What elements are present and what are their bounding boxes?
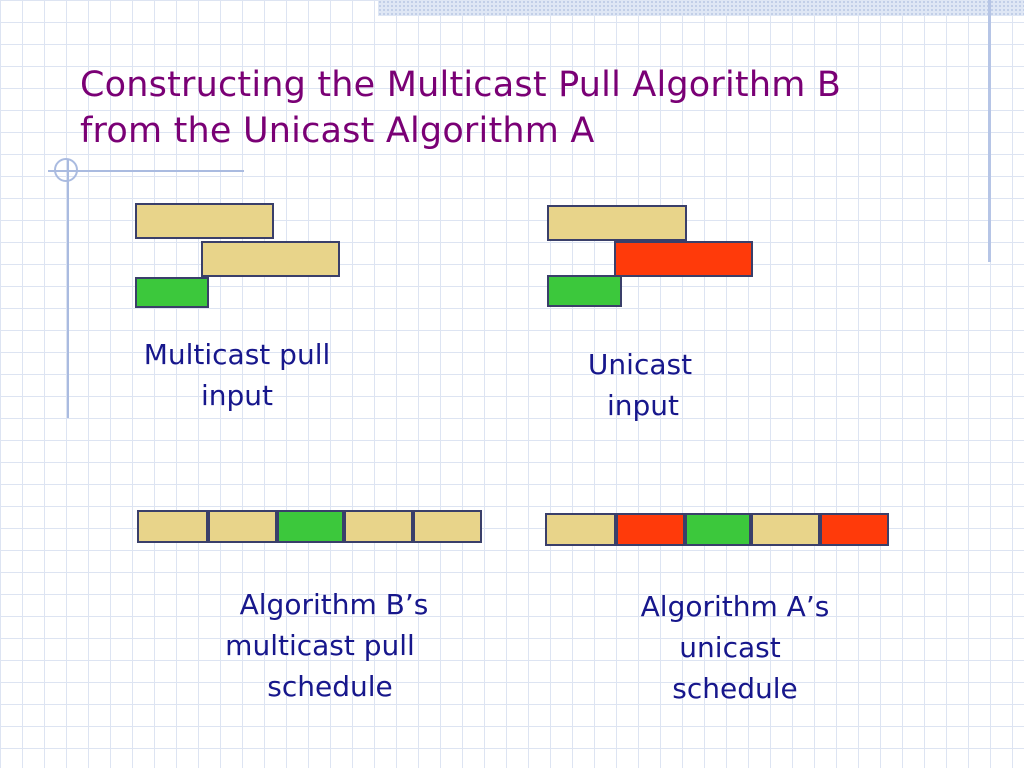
multicast-input-bar-2 [201,241,340,277]
unicast-schedule-caption-line-1: Algorithm A’s [640,590,830,623]
multicast-schedule-caption: Algorithm B’s multicast pull schedule [200,584,460,707]
multicast-input-caption-line-1: Multicast pull [143,338,331,371]
right-decorative-rule [988,0,991,262]
title-circle-ornament [54,158,78,182]
unicast-schedule-block-1 [545,513,616,546]
multicast-input-caption: Multicast pull input [112,334,362,416]
multicast-schedule-block-2 [208,510,277,543]
left-decorative-rule [67,160,69,418]
unicast-schedule-caption-line-2: unicast [679,631,781,664]
slide-title-line-2: from the Unicast Algorithm A [80,111,595,151]
slide-title: Constructing the Multicast Pull Algorith… [80,62,960,154]
unicast-input-caption: Unicast input [550,344,730,426]
multicast-schedule-caption-line-1: Algorithm B’s [239,588,429,621]
multicast-schedule-block-1 [137,510,208,543]
unicast-schedule-caption-line-3: schedule [672,672,798,705]
multicast-schedule-block-4 [344,510,413,543]
unicast-input-bar-1 [547,205,687,241]
unicast-schedule-block-5 [820,513,889,546]
multicast-input-bar-1 [135,203,274,239]
slide-title-line-1: Constructing the Multicast Pull Algorith… [80,65,842,105]
multicast-schedule-block-3 [277,510,344,543]
title-underline-rule [48,170,244,172]
unicast-schedule-block-2 [616,513,685,546]
multicast-input-caption-line-2: input [200,379,274,412]
multicast-schedule-caption-line-2: multicast pull [225,629,415,662]
top-decorative-band [378,0,1024,16]
unicast-input-bar-2 [614,241,753,277]
multicast-schedule-block-5 [413,510,482,543]
unicast-input-caption-line-1: Unicast [587,348,693,381]
unicast-input-bar-3 [547,275,622,307]
unicast-schedule-block-4 [751,513,820,546]
multicast-input-bar-3 [135,277,209,308]
unicast-schedule-block-3 [685,513,751,546]
unicast-input-caption-line-2: input [606,389,680,422]
multicast-schedule-caption-line-3: schedule [267,670,393,703]
unicast-schedule-caption: Algorithm A’s unicast schedule [605,586,865,709]
